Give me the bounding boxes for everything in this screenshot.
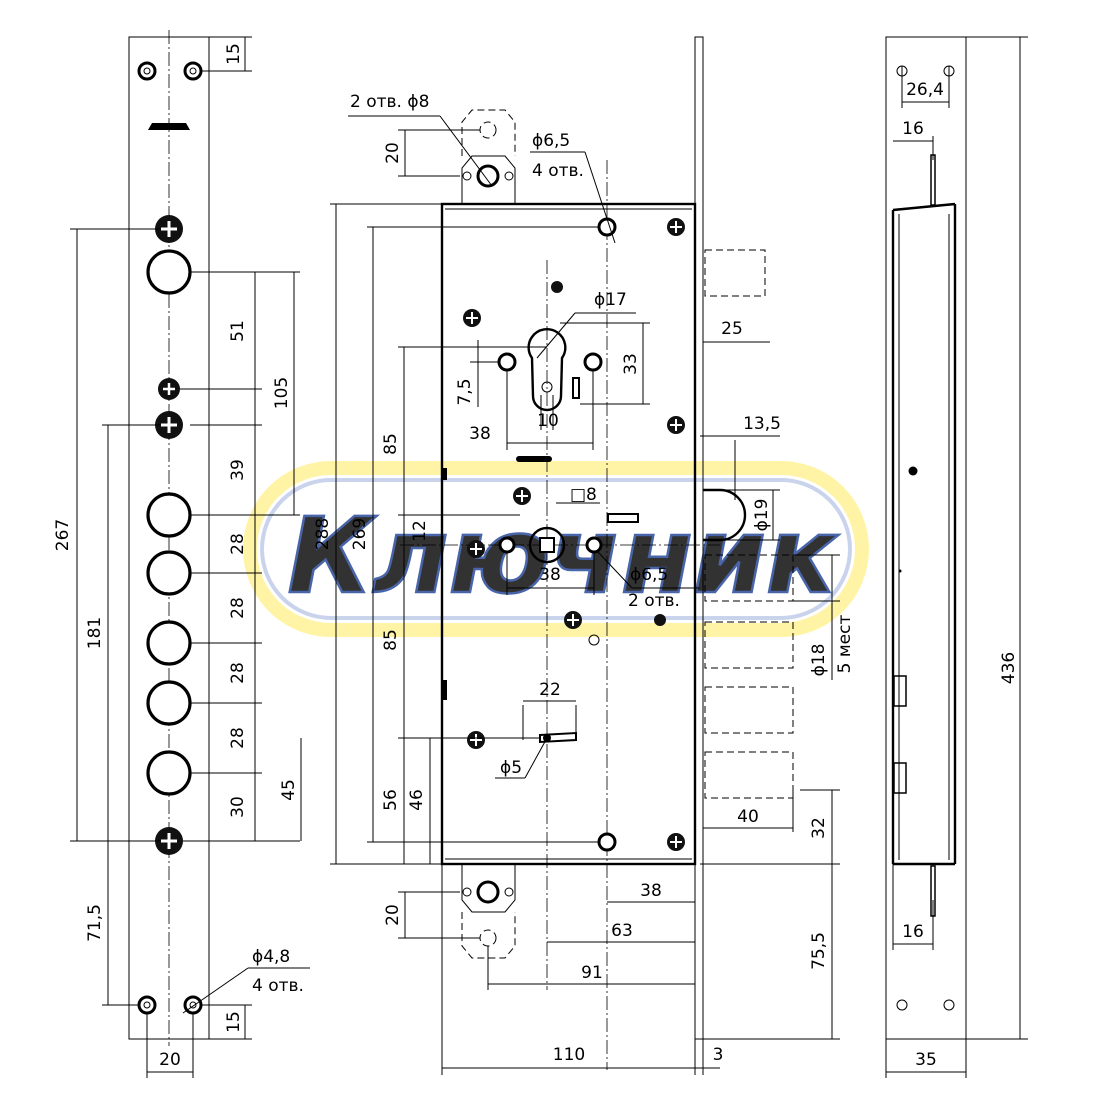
dim-15-bottom: 15 <box>224 1011 244 1033</box>
dim-288: 288 <box>313 518 333 550</box>
dim-d6-5-top-count: 4 отв. <box>532 161 584 181</box>
dim-16-bottom: 16 <box>902 922 924 942</box>
dim-sq8: □8 <box>570 485 597 505</box>
plate-screw-icon <box>155 215 183 243</box>
mount-hole <box>597 832 617 852</box>
handle-spindle <box>528 526 566 564</box>
bolt-opening <box>146 620 192 666</box>
dim-d17: ϕ17 <box>594 290 627 310</box>
dim-7-5: 7,5 <box>455 378 475 405</box>
dim-d18-count: 5 мест <box>835 615 855 674</box>
dim-20-bottom: 20 <box>383 904 403 926</box>
body-screw-icon <box>667 416 685 434</box>
dim-39: 39 <box>228 459 248 481</box>
dim-436: 436 <box>999 652 1019 684</box>
dim-26-4: 26,4 <box>906 80 944 100</box>
plate-screw-icon <box>155 827 183 855</box>
dim-20-width: 20 <box>159 1050 181 1070</box>
dim-38-top: 38 <box>469 424 491 444</box>
dim-110: 110 <box>553 1045 585 1065</box>
dim-38-bottom: 38 <box>640 881 662 901</box>
dim-35: 35 <box>915 1050 937 1070</box>
side-view: 26,4 16 16 436 35 <box>885 36 1028 1078</box>
dim-267: 267 <box>53 519 73 551</box>
dim-d8-holes: 2 отв. ϕ8 <box>350 92 429 112</box>
face-plate-view <box>128 30 210 1046</box>
dim-75-5: 75,5 <box>809 932 829 970</box>
dim-d4-8-count: 4 отв. <box>252 976 304 996</box>
plate-mount-hole <box>183 995 203 1015</box>
dim-56: 56 <box>381 789 401 811</box>
dim-12: 12 <box>410 520 430 542</box>
plate-mount-hole <box>137 61 157 81</box>
dim-46: 46 <box>407 789 427 811</box>
dim-85-a: 85 <box>381 433 401 455</box>
dim-71-5: 71,5 <box>85 904 105 942</box>
bolt-opening <box>146 680 192 726</box>
watermark-text: Ключник <box>288 495 839 617</box>
deadbolt-opening <box>146 249 192 295</box>
body-screw-icon <box>513 487 531 505</box>
dim-d19: ϕ19 <box>752 499 772 532</box>
body-screw-icon <box>667 218 685 236</box>
dim-3: 3 <box>713 1045 724 1065</box>
latch-bolt <box>703 488 747 542</box>
dim-28-a: 28 <box>228 533 248 555</box>
bolt-opening <box>146 750 192 796</box>
bolt-opening <box>146 550 192 596</box>
dim-20-top: 20 <box>383 142 403 164</box>
dim-91: 91 <box>581 963 603 983</box>
dim-d6-5-mid: ϕ6,5 <box>630 565 668 585</box>
dim-25: 25 <box>721 319 743 339</box>
dim-269: 269 <box>350 518 370 550</box>
lock-body-view <box>400 36 794 1070</box>
dim-40: 40 <box>737 807 759 827</box>
dim-22: 22 <box>539 680 561 700</box>
dim-d5: ϕ5 <box>500 758 522 778</box>
face-plate-dimensions: 15 15 20 267 181 71,5 51 105 <box>53 36 310 1078</box>
lock-body-dimensions: 2 отв. ϕ8 20 20 ϕ6,5 4 отв. ϕ17 33 7,5 1… <box>313 92 855 1075</box>
dim-10: 10 <box>537 411 559 431</box>
dim-181: 181 <box>85 617 105 649</box>
body-screw-icon <box>564 611 582 629</box>
dim-16-top: 16 <box>902 119 924 139</box>
dim-63: 63 <box>611 921 633 941</box>
dim-38-mid: 38 <box>539 565 561 585</box>
dim-33: 33 <box>621 353 641 375</box>
dim-28-d: 28 <box>228 727 248 749</box>
dim-d6-5-mid-count: 2 отв. <box>628 591 680 611</box>
watermark-logo: Ключник <box>243 461 869 637</box>
body-screw-icon <box>667 833 685 851</box>
dim-32: 32 <box>809 817 829 839</box>
body-screw-icon <box>463 309 481 327</box>
mount-hole <box>597 217 617 237</box>
dim-13-5: 13,5 <box>743 414 781 434</box>
dim-45: 45 <box>279 779 299 801</box>
cylinder-profile <box>527 328 567 412</box>
dim-d6-5-top: ϕ6,5 <box>532 131 570 151</box>
plate-mount-hole <box>183 61 203 81</box>
plate-mount-hole <box>137 995 157 1015</box>
plate-screw-icon <box>155 411 183 439</box>
dim-85-b: 85 <box>381 629 401 651</box>
dim-28-b: 28 <box>228 597 248 619</box>
dim-d18: ϕ18 <box>809 644 829 677</box>
brand-mark-icon <box>148 123 190 130</box>
body-screw-icon <box>467 731 485 749</box>
latch-opening <box>146 492 192 538</box>
dim-d4-8: ϕ4,8 <box>252 947 290 967</box>
dim-105: 105 <box>272 377 292 409</box>
dim-51: 51 <box>228 320 248 342</box>
plate-screw-icon <box>158 378 180 400</box>
dim-30: 30 <box>228 796 248 818</box>
dim-28-c: 28 <box>228 662 248 684</box>
dim-15-top: 15 <box>224 43 244 65</box>
body-screw-icon <box>467 540 485 558</box>
